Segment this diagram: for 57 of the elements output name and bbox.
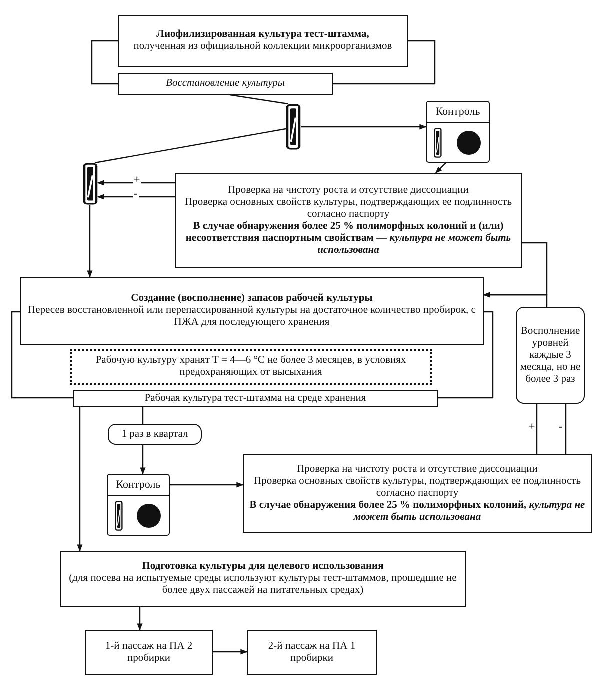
box-text: 2-й пассаж на ПА 1 пробирки: [267, 640, 357, 664]
box-heading: Подготовка культуры для целевого использования: [142, 561, 384, 573]
box-heading: В случае обнаружения более 25 % полиморфных колоний, культура не может быть использована: [248, 500, 586, 524]
box-heading: Создание (восполнение) запасов рабочей культуры: [131, 293, 373, 305]
process-box: [118, 73, 333, 95]
edge-label: +: [133, 175, 142, 186]
box-text: Восстановление культуры: [166, 78, 285, 90]
box-text: Проверка на чистоту роста и отсутствие диссоциации: [228, 184, 469, 196]
arrow: [97, 180, 175, 186]
rounded-box: [108, 424, 202, 445]
box-text: 1-й пассаж на ПА 2 пробирки: [104, 640, 194, 664]
control-box: [107, 474, 170, 536]
connector-line: [142, 407, 144, 424]
box-text: (для посева на испытуемые среды используют культуры тест-штаммов, прошедшие не более двух пассажей на питательных средах): [68, 573, 458, 597]
box-text: полученная из официальной коллекции микроорганизмов: [134, 41, 392, 53]
process-box: [247, 630, 377, 675]
control-box: [426, 101, 490, 163]
arrow: [483, 292, 548, 307]
process-box: [73, 390, 438, 407]
process-box: [175, 173, 522, 268]
box-heading: Контроль: [108, 475, 169, 496]
connector-line: [11, 311, 73, 399]
connector-line: [230, 94, 288, 105]
connector-line: [438, 311, 494, 399]
arrow: [77, 407, 83, 552]
box-text: Рабочую культуру хранят Т = 4—6 °С не более 3 месяцев, в условиях предохраняющих от высыхания: [94, 355, 408, 379]
test-tube-drawing: [286, 104, 301, 150]
rounded-box: [516, 307, 585, 404]
box-text: Восполнение уровней каждые 3 месяца, но не более 3 раз: [519, 326, 582, 386]
process-box: [20, 277, 484, 345]
test-tube-drawing: [83, 163, 98, 205]
connector-line: [94, 128, 286, 164]
box-heading: В случае обнаружения более 25 % полиморфных колоний и (или) несоответствия паспортным свойствам — культура не может быть использована: [184, 220, 512, 256]
box-text: Рабочая культура тест-штамма на среде хранения: [144, 392, 366, 404]
process-box: [243, 454, 592, 533]
arrow: [87, 205, 93, 278]
connector-line: [565, 404, 567, 454]
arrow: [137, 607, 143, 631]
arrow: [170, 482, 244, 488]
box-text: Пересев восстановленной или перепассированной культуры на достаточное количество пробирок, с ПЖА для последующего хранения: [27, 305, 477, 329]
process-box: [85, 630, 213, 675]
arrow: [213, 649, 248, 655]
box-text: Проверка на чистоту роста и отсутствие диссоциации: [297, 464, 538, 476]
process-box: [118, 15, 408, 67]
arrow: [436, 162, 446, 174]
arrow: [301, 124, 427, 130]
box-heading: Лиофилизированная культура тест-штамма,: [156, 29, 370, 41]
connector-line: [91, 40, 118, 85]
box-heading: Контроль: [427, 102, 489, 123]
box-text: 1 раз в квартал: [122, 428, 188, 440]
arrow: [97, 194, 175, 200]
connector-line: [536, 404, 538, 454]
connector-line: [333, 40, 436, 85]
note-box: [70, 349, 432, 385]
arrow: [140, 445, 146, 475]
box-text: Проверка основных свойств культуры, подтверждающих ее подлинность согласно паспорту: [184, 196, 514, 220]
process-box: [60, 551, 466, 607]
